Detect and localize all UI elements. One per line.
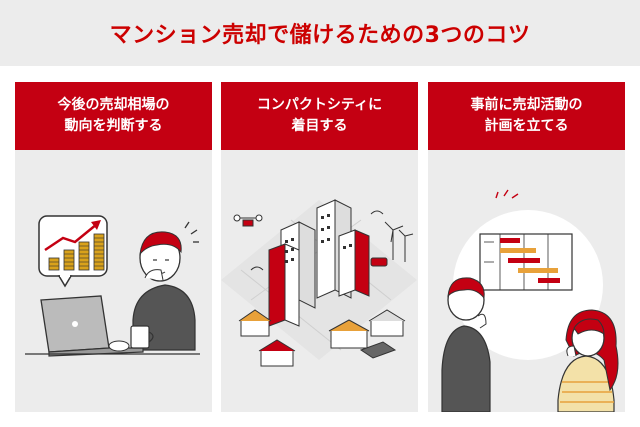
planning-gantt-chart-icon <box>428 150 625 412</box>
tip-card-title-line-1: 事前に売却活動の <box>470 97 583 113</box>
tip-card-title-line-2: 着目する <box>291 118 348 134</box>
page-header: マンション売却で儲けるための3つのコツ <box>0 0 640 66</box>
tip-card-title-line-1: コンパクトシティに <box>256 97 383 113</box>
tip-card-title-line-1: 今後の売却相場の <box>57 97 170 113</box>
tip-card-title-line-2: 計画を立てる <box>484 118 569 134</box>
tip-card-header: コンパクトシティに 着目する <box>221 82 418 150</box>
tip-card-title-line-2: 動向を判断する <box>64 118 163 134</box>
tip-card-header: 今後の売却相場の 動向を判断する <box>15 82 212 150</box>
person-laptop-chart-icon <box>15 150 212 412</box>
tip-card-compact-city: コンパクトシティに 着目する <box>221 82 418 412</box>
compact-city-icon <box>221 150 418 412</box>
page-title: マンション売却で儲けるための3つのコツ <box>109 23 531 48</box>
tip-card-sales-plan: 事前に売却活動の 計画を立てる <box>428 82 625 412</box>
tip-card-header: 事前に売却活動の 計画を立てる <box>428 82 625 150</box>
tip-card-market-trend: 今後の売却相場の 動向を判断する <box>15 82 212 412</box>
